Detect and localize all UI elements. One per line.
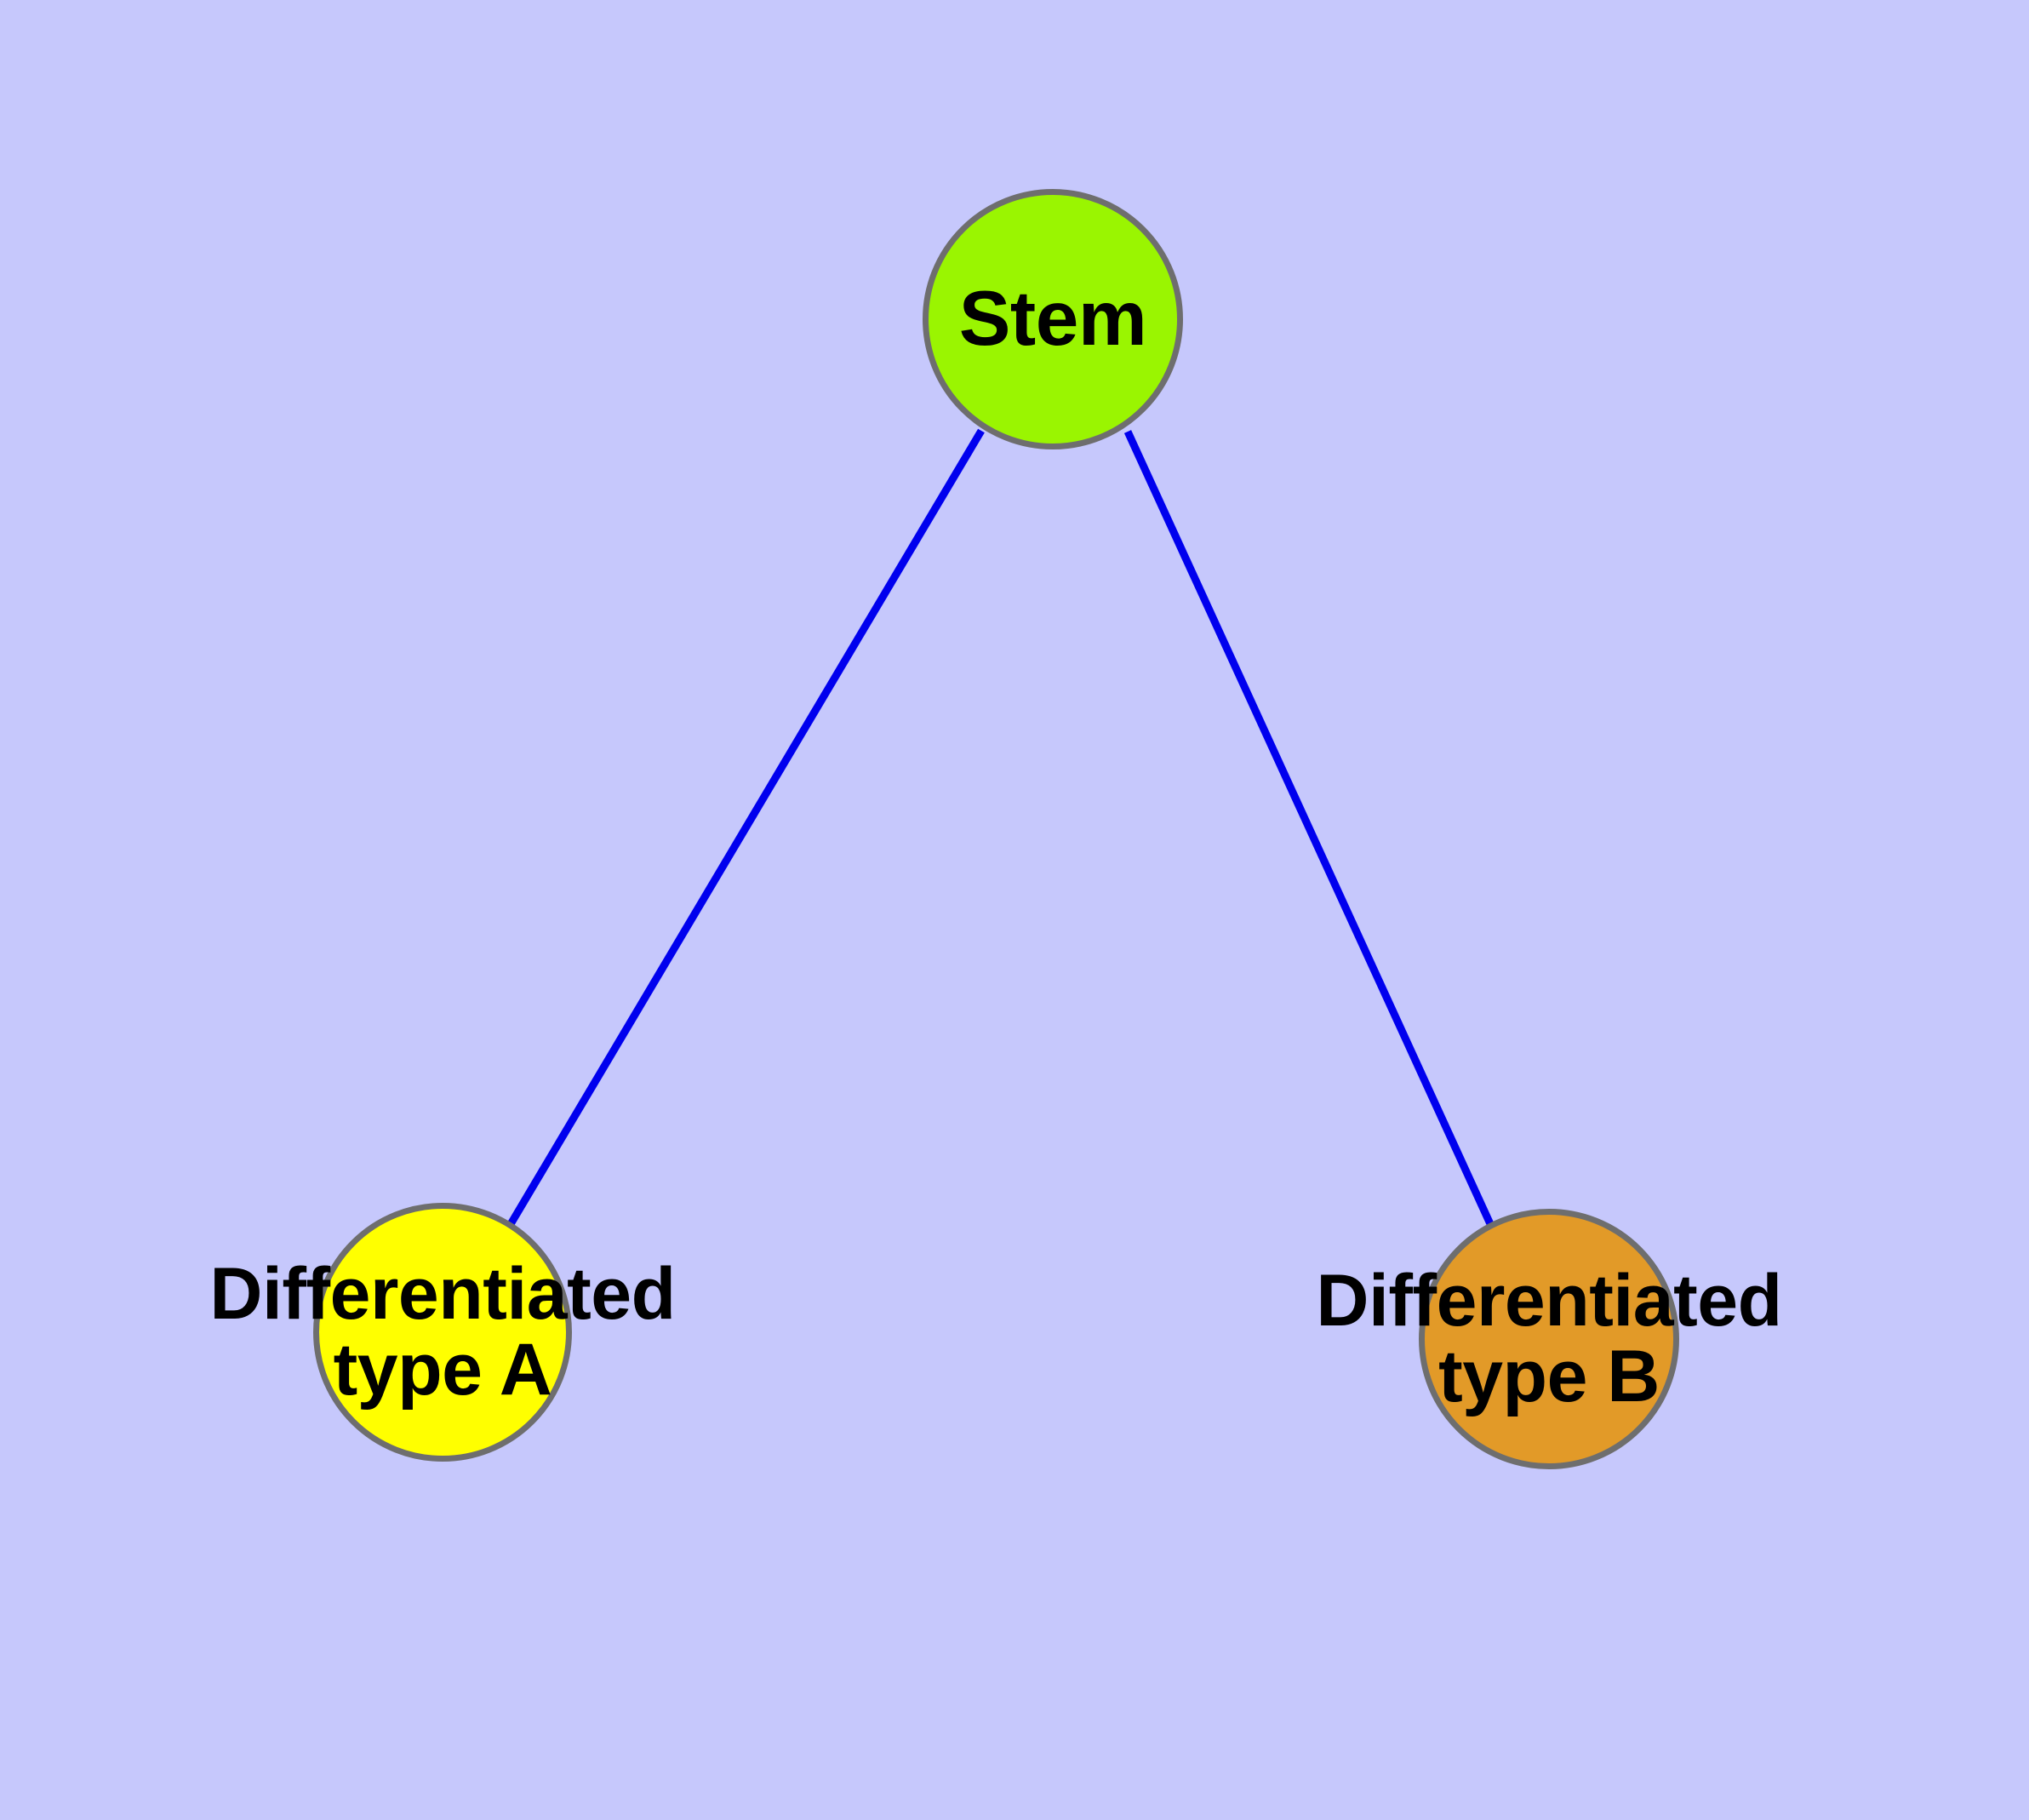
edge-stem-to-type-a xyxy=(507,428,985,1227)
node-differentiated-type-a[interactable] xyxy=(313,1203,572,1462)
node-differentiated-type-b[interactable] xyxy=(1419,1209,1679,1469)
edge-stem-to-type-b xyxy=(1123,430,1495,1228)
node-stem[interactable] xyxy=(923,189,1183,449)
